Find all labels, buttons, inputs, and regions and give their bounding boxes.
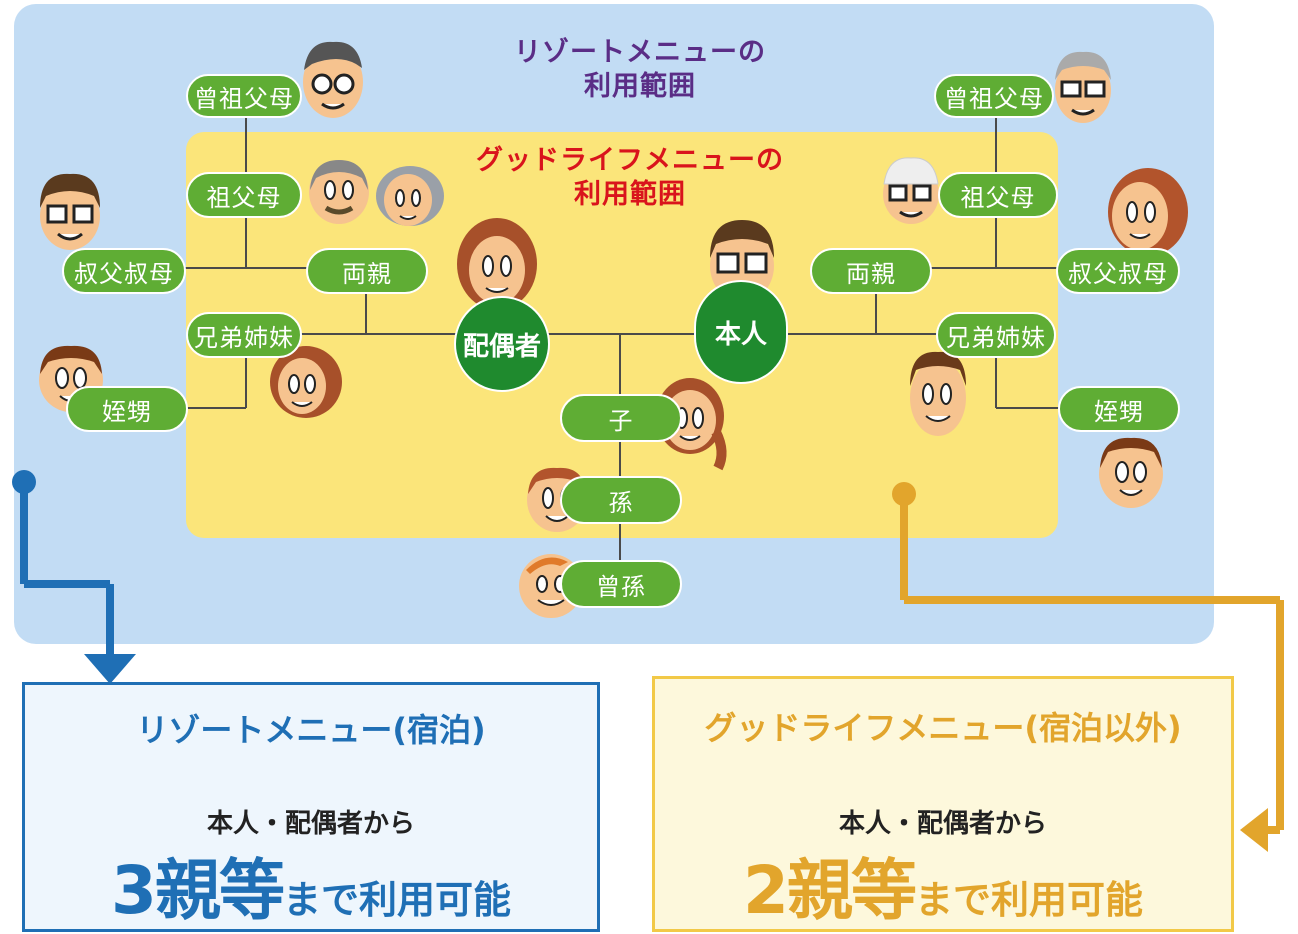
left-parents-node: 両親 [306, 248, 428, 294]
spouse-face-icon [457, 218, 537, 310]
right-great-grandparents-node: 曾祖父母 [934, 74, 1054, 118]
node-label: 曾孫 [596, 572, 646, 601]
node-label: 祖父母 [206, 183, 282, 212]
goodlife-box-title: グッドライフメニュー(宿泊以外) [704, 709, 1182, 747]
uncle-face-icon [40, 173, 100, 250]
goodlife-box-subtitle: 本人・配偶者から [838, 809, 1047, 839]
self-node: 本人 [694, 280, 788, 384]
goodlife-scope-title: グッドライフメニューの 利用範囲 [476, 145, 784, 210]
left-great-grandparents-node: 曾祖父母 [186, 74, 302, 118]
node-label: 姪甥 [1094, 397, 1144, 426]
node-label: 両親 [342, 259, 392, 288]
great-grandfather-face-icon [303, 41, 363, 118]
node-label: 兄弟姉妹 [194, 323, 294, 352]
goodlife-menu-box: グッドライフメニュー(宿泊以外) 本人・配偶者から 2親等まで利用可能 [652, 676, 1234, 932]
spouse-label: 配偶者 [462, 331, 541, 362]
node-label: 曾祖父母 [194, 84, 294, 113]
node-label: 子 [608, 406, 634, 435]
goodlife-degree: 2親等 [743, 852, 917, 929]
right-uncle-aunt-node: 叔父叔母 [1056, 248, 1180, 294]
great-grandchild-node: 曾孫 [560, 560, 682, 608]
great-grandfather-face-icon-right [1055, 51, 1111, 123]
goodlife-arrow [900, 494, 1284, 834]
resort-scope-title: リゾートメニューの 利用範囲 [514, 37, 766, 102]
node-label: 両親 [846, 259, 896, 288]
niece-face-icon [1099, 437, 1163, 508]
resort-box-subtitle: 本人・配偶者から [206, 809, 415, 839]
goodlife-box-range: 2親等まで利用可能 [655, 837, 1231, 933]
left-siblings-node: 兄弟姉妹 [186, 312, 302, 358]
right-grandparents-node: 祖父母 [938, 172, 1058, 218]
sibling-face-icon-right [910, 351, 966, 436]
resort-box-range: 3親等まで利用可能 [25, 837, 597, 933]
resort-suffix: まで利用可能 [282, 878, 511, 922]
aunt-face-icon [1108, 168, 1188, 256]
node-label: 祖父母 [960, 183, 1036, 212]
node-label: 叔父叔母 [1068, 259, 1168, 288]
right-nephew-niece-node: 姪甥 [1058, 386, 1180, 432]
child-node: 子 [560, 394, 682, 442]
left-nephew-niece-node: 姪甥 [66, 386, 188, 432]
goodlife-suffix: まで利用可能 [914, 878, 1143, 922]
right-siblings-node: 兄弟姉妹 [936, 312, 1056, 358]
resort-arrow [20, 484, 114, 658]
grandfather-face-icon [309, 160, 369, 224]
grandchild-node: 孫 [560, 476, 682, 524]
resort-box-title: リゾートメニュー(宿泊) [136, 711, 486, 749]
node-label: 姪甥 [102, 397, 152, 426]
left-uncle-aunt-node: 叔父叔母 [62, 248, 186, 294]
resort-menu-box: リゾートメニュー(宿泊) 本人・配偶者から 3親等まで利用可能 [22, 682, 600, 932]
spouse-node: 配偶者 [454, 296, 550, 392]
node-label: 孫 [608, 488, 634, 517]
node-label: 曾祖父母 [944, 84, 1044, 113]
grandfather-face-icon-right [883, 157, 939, 224]
right-parents-node: 両親 [810, 248, 932, 294]
node-label: 叔父叔母 [74, 259, 174, 288]
node-label: 兄弟姉妹 [946, 323, 1046, 352]
self-label: 本人 [714, 319, 767, 350]
sibling-face-icon [270, 346, 342, 418]
grandmother-face-icon [376, 166, 444, 226]
resort-degree: 3親等 [111, 852, 285, 929]
left-grandparents-node: 祖父母 [186, 172, 302, 218]
